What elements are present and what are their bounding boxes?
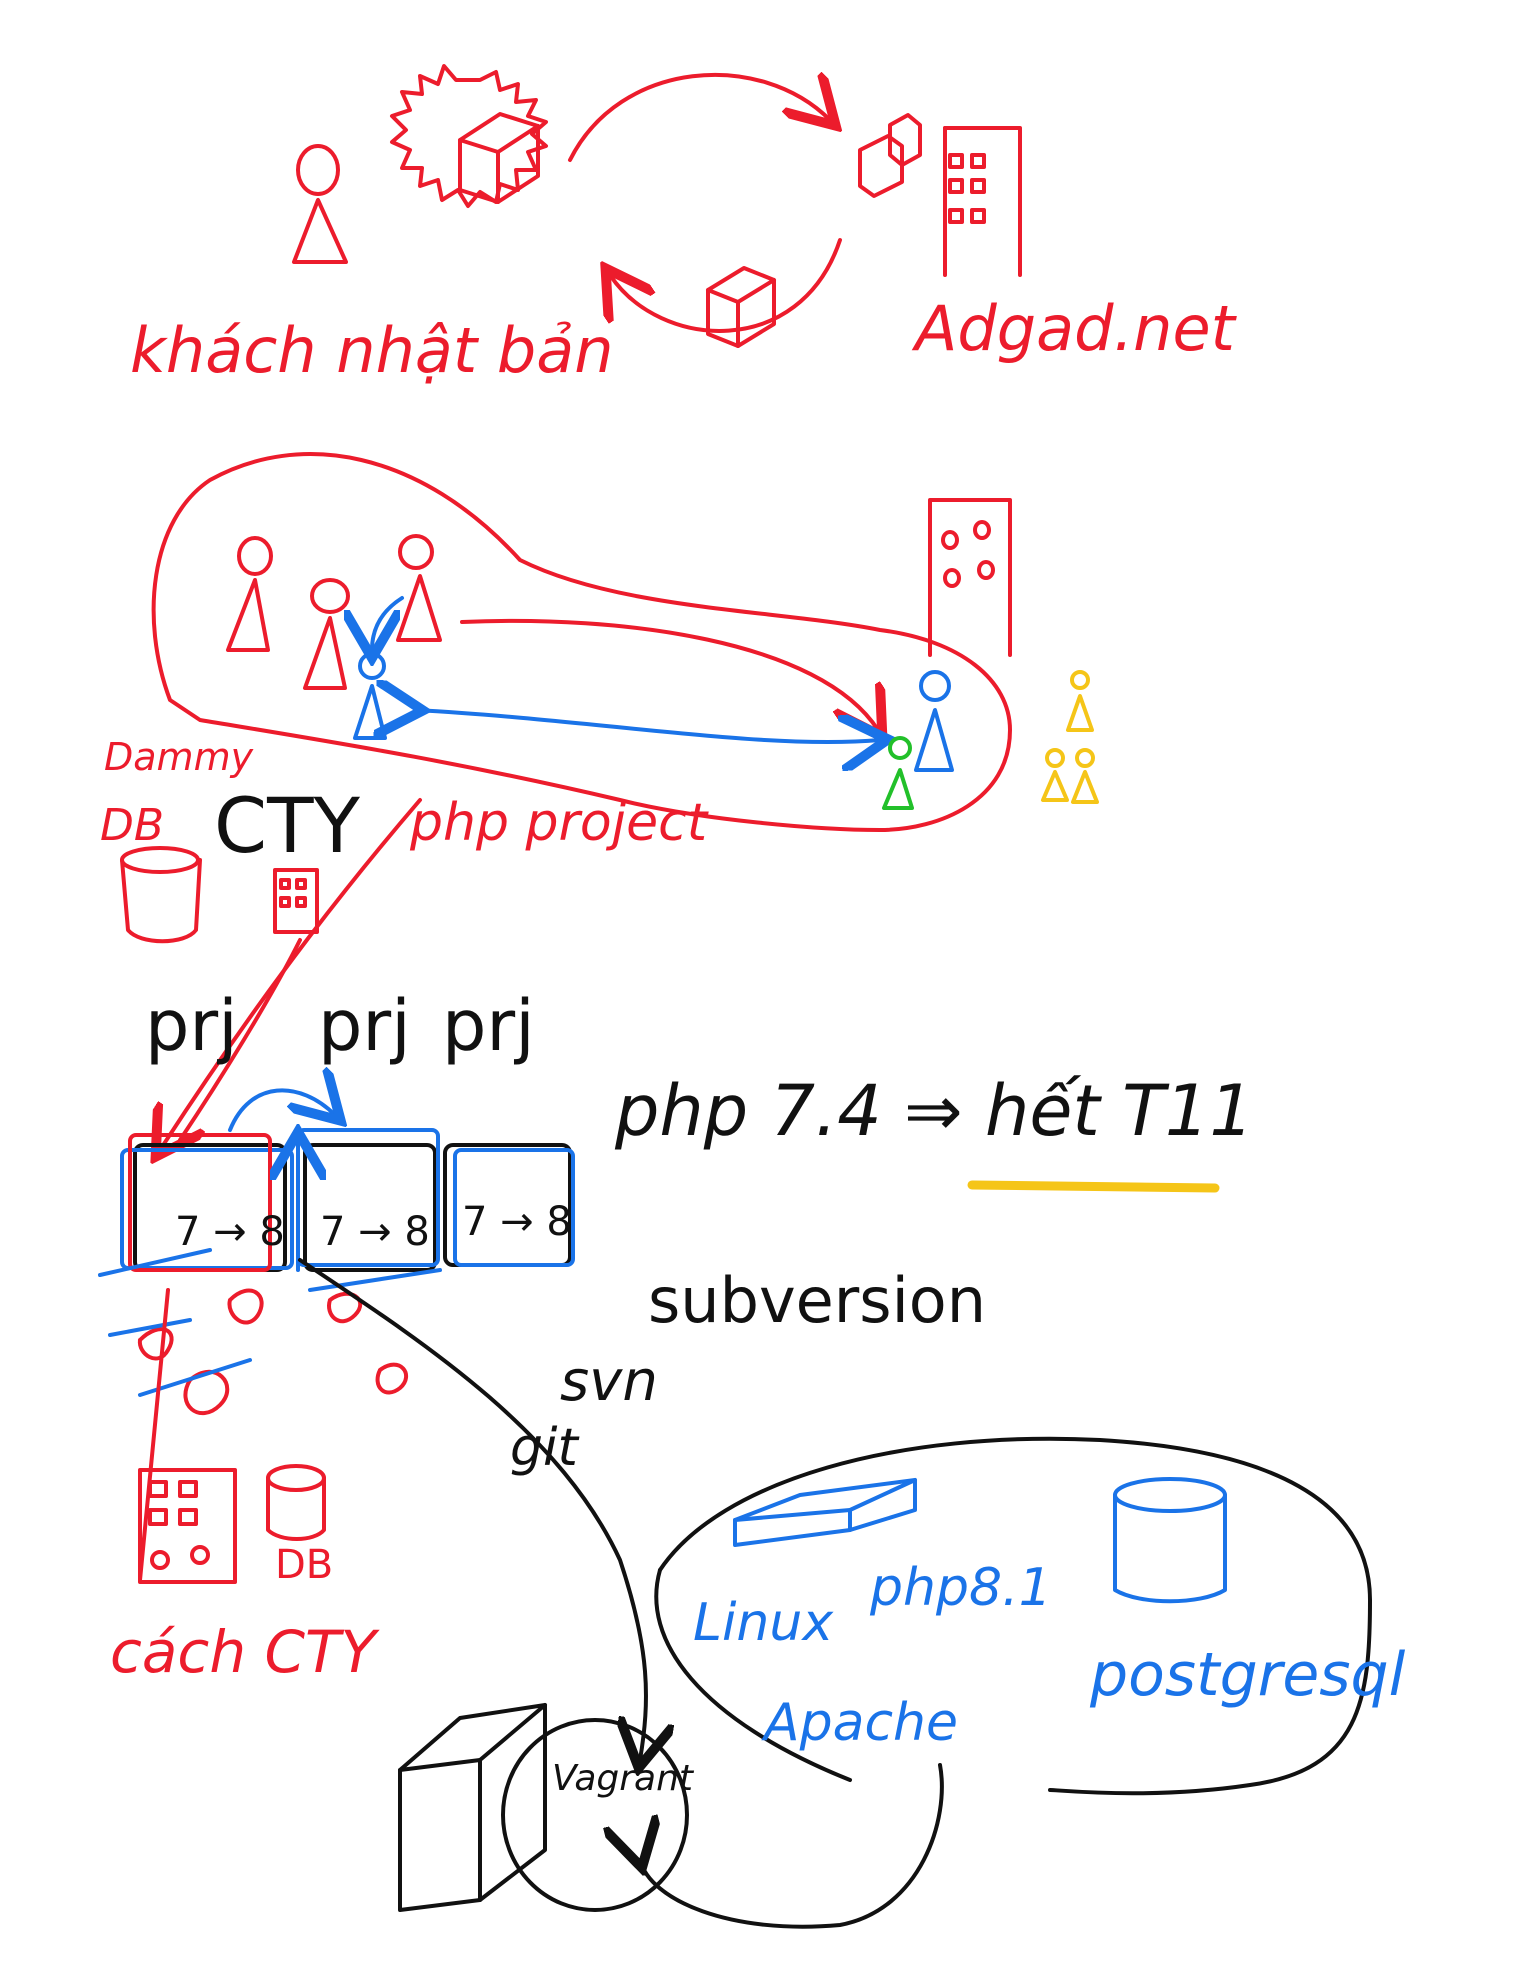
company-label: CTY (214, 781, 360, 870)
project-box-3: 7 → 8 (443, 1143, 575, 1267)
client-label: khách nhật bản (130, 314, 614, 387)
vagrant-label: Vagrant (552, 1758, 695, 1799)
globe-box-icon (390, 64, 548, 208)
crossed-out-marks (98, 1248, 442, 1416)
svn-label: svn (560, 1349, 658, 1414)
top-flow-arrow (568, 75, 830, 162)
blue-mini-arrow-icon (372, 596, 404, 650)
bottom-flow-arrow (610, 238, 842, 333)
php81-label: php8.1 (869, 1558, 1052, 1618)
prj-label-2: prj (318, 985, 411, 1067)
blue-dev-person-icon (353, 652, 387, 740)
old-way-db-label: DB (275, 1542, 333, 1588)
php-version-note: php 7.4 ⇒ hết T11 (614, 1070, 1254, 1152)
prj-label-1: prj (145, 985, 238, 1067)
company-small-building-icon (273, 868, 319, 934)
prj-label-3: prj (442, 985, 535, 1067)
cty-to-project-arrow (160, 798, 422, 1150)
old-deploy-line (138, 1288, 170, 1582)
apache-label: Apache (761, 1693, 958, 1753)
subversion-label: subversion (648, 1264, 986, 1337)
box-transfer-arrow (228, 1090, 335, 1132)
project-box-1: 7 → 8 (120, 1133, 294, 1272)
project-box-2: 7 → 8 (296, 1128, 440, 1272)
vagrant-circle (501, 1718, 689, 1912)
postgresql-label: postgresql (1089, 1640, 1406, 1710)
cty-to-project-arrow-2 (178, 938, 302, 1142)
blue-double-arrow (415, 710, 880, 742)
box3-version: 7 → 8 (462, 1199, 572, 1245)
git-label: git (510, 1418, 579, 1478)
box1-version: 7 → 8 (175, 1209, 285, 1255)
dummy-database-icon (120, 846, 202, 944)
dummy-db-label: DB (100, 800, 164, 851)
blue-team-person-icon (914, 670, 954, 772)
environment-boundary-blob (658, 1436, 1372, 1796)
highlight-underline (967, 1180, 1220, 1193)
vagrant-return-curve (640, 1763, 944, 1929)
old-way-building-icon (138, 1468, 237, 1584)
green-dev-person-icon (882, 736, 914, 810)
environment-boundary-blob-lower (654, 1568, 852, 1782)
linux-server-box-icon (733, 1478, 917, 1547)
team-boundary-blob (151, 452, 1012, 832)
red-long-arrow (460, 618, 878, 730)
company-building-icon (928, 498, 1012, 657)
postgresql-database-icon (1113, 1477, 1227, 1604)
old-way-database-icon (266, 1464, 326, 1541)
php-project-label: php project (409, 793, 709, 853)
svn-git-line (298, 1258, 646, 1760)
red-team-members-group (226, 534, 442, 690)
vagrant-box-icon (398, 1703, 547, 1912)
linux-label: Linux (693, 1593, 834, 1653)
vendor-building-icon (858, 113, 1022, 277)
client-person-icon (292, 144, 348, 264)
vendor-label: Adgad.net (911, 292, 1238, 365)
old-way-label: cách CTY (110, 1618, 380, 1686)
dummy-label: Dammy (104, 735, 254, 779)
box2-version: 7 → 8 (320, 1209, 430, 1255)
yellow-team-group-icon (1041, 670, 1099, 804)
small-cube-icon (706, 266, 776, 348)
